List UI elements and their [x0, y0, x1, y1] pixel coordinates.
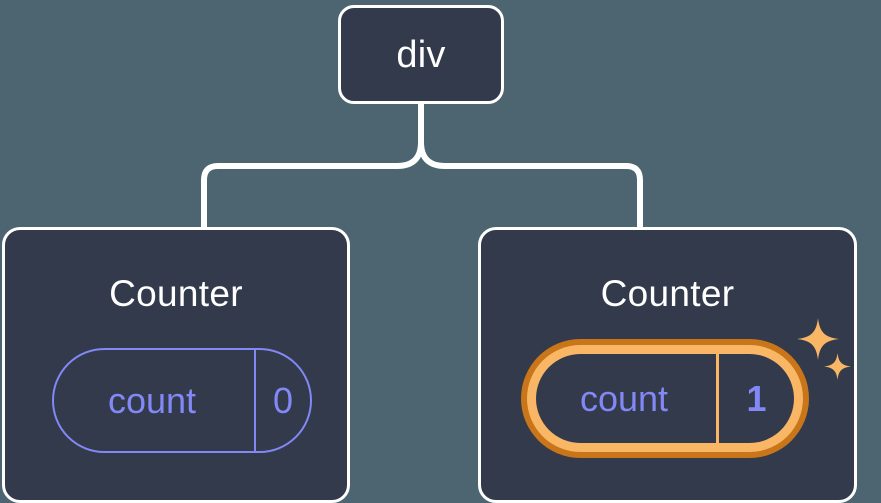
- state-pill-right-wrap: count 1: [521, 339, 809, 458]
- connector-branch-right: [418, 139, 643, 231]
- state-key-left: count: [107, 379, 197, 421]
- state-pill-left[interactable]: count 0: [52, 348, 312, 453]
- state-pill-left-wrap: count 0: [52, 348, 312, 453]
- sparkle-group: [797, 318, 859, 386]
- state-pill-right-highlight-ring[interactable]: count 1: [521, 339, 809, 458]
- state-value-right: 1: [716, 354, 794, 443]
- sparkle-large-icon: [797, 318, 839, 360]
- state-pill-right-inner-ring: count 1: [527, 345, 803, 452]
- state-key-right: count: [579, 377, 669, 419]
- node-counter-left[interactable]: Counter count 0: [2, 227, 350, 503]
- node-root-label: div: [396, 33, 446, 76]
- sparkle-small-icon: [824, 353, 851, 380]
- state-pill-right: count 1: [536, 354, 794, 443]
- connector-branch-left: [201, 139, 424, 231]
- node-root-div[interactable]: div: [338, 5, 504, 104]
- state-value-left: 0: [254, 350, 310, 451]
- node-counter-right[interactable]: Counter count 1: [478, 227, 857, 503]
- node-counter-left-label: Counter: [109, 273, 243, 314]
- node-counter-right-label: Counter: [600, 273, 735, 314]
